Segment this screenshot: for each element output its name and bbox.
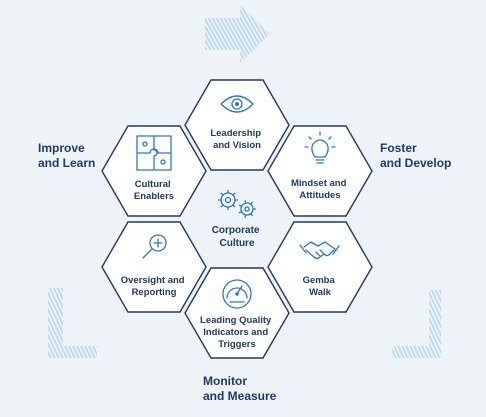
puzzle-icon <box>136 135 172 171</box>
magnifier-plus-icon <box>142 234 167 259</box>
hex-label-line: Oversight and <box>121 275 185 286</box>
hex-leading-quality: Leading Quality Indicators and Triggers <box>184 267 290 359</box>
hex-label-line: Cultural <box>135 179 171 190</box>
center-label-line: Culture <box>220 238 255 249</box>
hex-label-line: Triggers <box>218 339 256 350</box>
lightbulb-icon <box>304 131 336 164</box>
striped-arrow-top-icon <box>205 5 270 63</box>
svg-text:Leading Quality Indicato: Leading Quality Indicators and Triggers <box>200 315 274 350</box>
side-label-line: and Develop <box>380 156 451 170</box>
hex-label-line: Leading Quality <box>200 315 272 326</box>
hex-label-line: Walk <box>309 287 332 298</box>
svg-text:Cultural Enablers: Cultural Enablers <box>134 179 174 202</box>
gears-icon <box>217 189 257 218</box>
hex-oversight: Oversight and Reporting <box>101 221 207 313</box>
hex-label-line: Attitudes <box>299 190 340 201</box>
side-label-line: and Learn <box>38 156 95 170</box>
hex-label-line: Indicators and <box>203 327 268 338</box>
svg-text:Leadership and Vision: Leadership and Vision <box>210 128 263 151</box>
handshake-icon <box>299 241 340 260</box>
center-label: Corporate Culture <box>212 225 263 249</box>
side-label-line: Monitor <box>203 374 247 388</box>
center-label-line: Corporate <box>212 225 260 236</box>
label-improve-and-learn: Improve and Learn <box>38 141 95 170</box>
side-label-line: Improve <box>38 141 85 155</box>
hex-leadership: Leadership and Vision <box>184 79 290 171</box>
hex-label-line: and Vision <box>213 140 261 151</box>
hex-label-line: Leadership <box>210 128 261 139</box>
hex-label-line: Mindset and <box>291 178 347 189</box>
label-foster-and-develop: Foster and Develop <box>380 141 451 170</box>
svg-text:Gemba Walk: Gemba Walk <box>303 275 338 298</box>
hex-mindset: Mindset and Attitudes <box>267 125 373 217</box>
label-monitor-and-measure: Monitor and Measure <box>203 374 277 403</box>
hex-cultural: Cultural Enablers <box>101 125 207 217</box>
hex-label-line: Gemba <box>303 275 336 286</box>
eye-icon <box>220 95 254 113</box>
hex-label-line: Enablers <box>134 191 174 202</box>
svg-text:Oversight and Reporting: Oversight and Reporting <box>121 275 188 298</box>
gauge-icon <box>222 279 252 309</box>
hex-gemba: Gemba Walk <box>267 221 373 313</box>
svg-text:Mindset and Attitudes: Mindset and Attitudes <box>291 178 349 201</box>
hex-label-line: Reporting <box>132 287 177 298</box>
side-label-line: and Measure <box>203 389 277 403</box>
side-label-line: Foster <box>380 141 417 155</box>
